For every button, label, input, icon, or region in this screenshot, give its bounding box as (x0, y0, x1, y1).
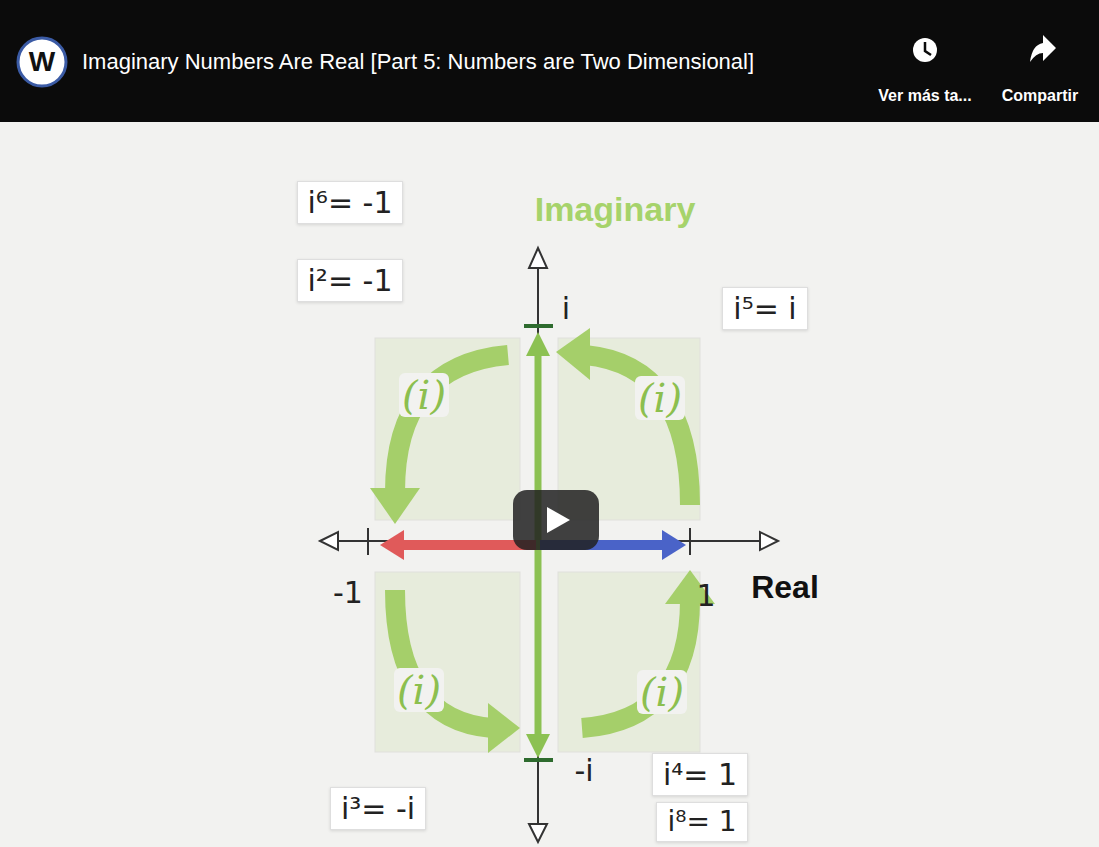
axis-value: 1 (696, 579, 715, 612)
power-note: i³= -i (330, 787, 426, 830)
share-icon (1030, 35, 1056, 62)
axes (330, 262, 768, 828)
rotation-label: (i) (637, 670, 687, 714)
axis-value: -1 (333, 576, 363, 609)
power-note: i⁸= 1 (656, 802, 747, 843)
power-note: i⁵= i (722, 287, 807, 330)
header-bar (0, 0, 1099, 122)
share-button: Compartir (1002, 87, 1078, 105)
axis-title: Imaginary (535, 191, 696, 228)
axis-title: Real (751, 570, 819, 605)
video-title: Imaginary Numbers Are Real [Part 5: Numb… (82, 50, 754, 74)
axis-value: i (562, 292, 570, 325)
play-button (513, 490, 599, 550)
rotation-label: (i) (399, 373, 449, 417)
clock-icon (913, 38, 937, 62)
power-note: i²= -1 (297, 259, 404, 302)
quadrant-tiles (375, 338, 700, 752)
watch-later-button: Ver más ta... (878, 87, 971, 105)
channel-logo (18, 38, 66, 86)
power-note: i⁴= 1 (652, 753, 748, 796)
power-note: i⁶= -1 (297, 181, 404, 224)
arc-arrowheads (370, 328, 715, 753)
axis-value: -i (574, 754, 593, 787)
rotation-label: (i) (394, 668, 444, 712)
rotation-label: (i) (635, 376, 685, 420)
channel-logo-letter: W (29, 47, 55, 78)
axis-arrowheads (320, 248, 778, 842)
whiteboard (0, 122, 1099, 847)
